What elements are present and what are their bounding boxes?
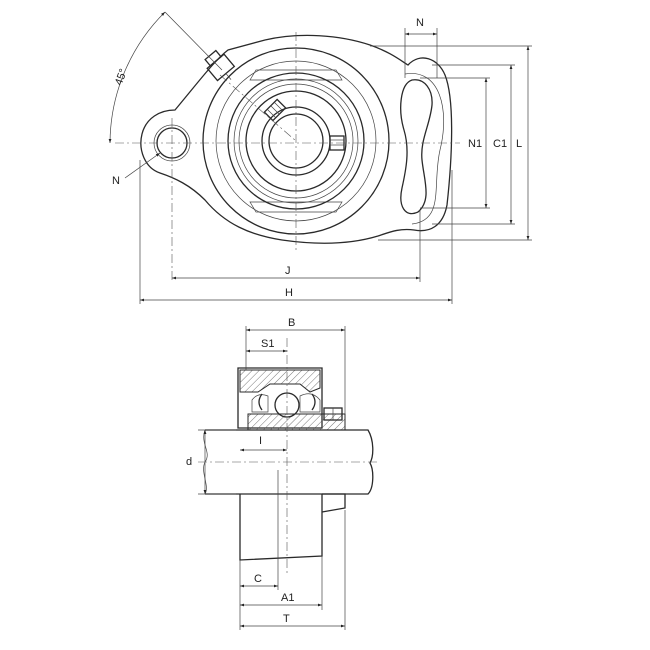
housing-body [202, 47, 390, 235]
flange-body-side [239, 494, 323, 561]
l-label: L [516, 138, 522, 150]
side-view: B S1 I d C A1 T [186, 317, 380, 630]
n-left-leader [124, 152, 161, 179]
n1-label: N1 [468, 138, 482, 150]
c-label: C [254, 573, 262, 585]
n-left-label: N [112, 175, 120, 187]
b-label: B [288, 317, 295, 329]
i-label: I [259, 435, 262, 447]
d-label: d [186, 456, 192, 468]
s1-label: S1 [261, 338, 274, 350]
set-screw-top [263, 98, 287, 122]
angle-arc [108, 11, 166, 144]
j-label: J [285, 265, 291, 277]
set-screw-right [329, 135, 345, 151]
h-label: H [285, 287, 293, 299]
seal-right [299, 393, 321, 413]
grease-nipple [204, 49, 236, 82]
mounting-slot-right [400, 79, 433, 215]
housing-bottom-lip [249, 201, 343, 213]
flange-step [321, 493, 346, 513]
t-label: T [283, 613, 290, 625]
a1-label: A1 [281, 592, 294, 604]
n-top-label: N [416, 17, 424, 29]
seal-lip-left [258, 393, 263, 411]
housing-top-lip [249, 69, 343, 81]
inner-ring-hatch [247, 413, 346, 431]
seal-lip-right [311, 393, 316, 411]
front-view: 45° N N N1 C1 L J H [108, 11, 532, 304]
flange-outline [140, 34, 453, 244]
angle-label: 45° [113, 67, 130, 87]
angle-leader [164, 11, 223, 71]
housing-section-hatch [239, 369, 321, 393]
c1-label: C1 [493, 138, 507, 150]
shaft [205, 429, 374, 495]
